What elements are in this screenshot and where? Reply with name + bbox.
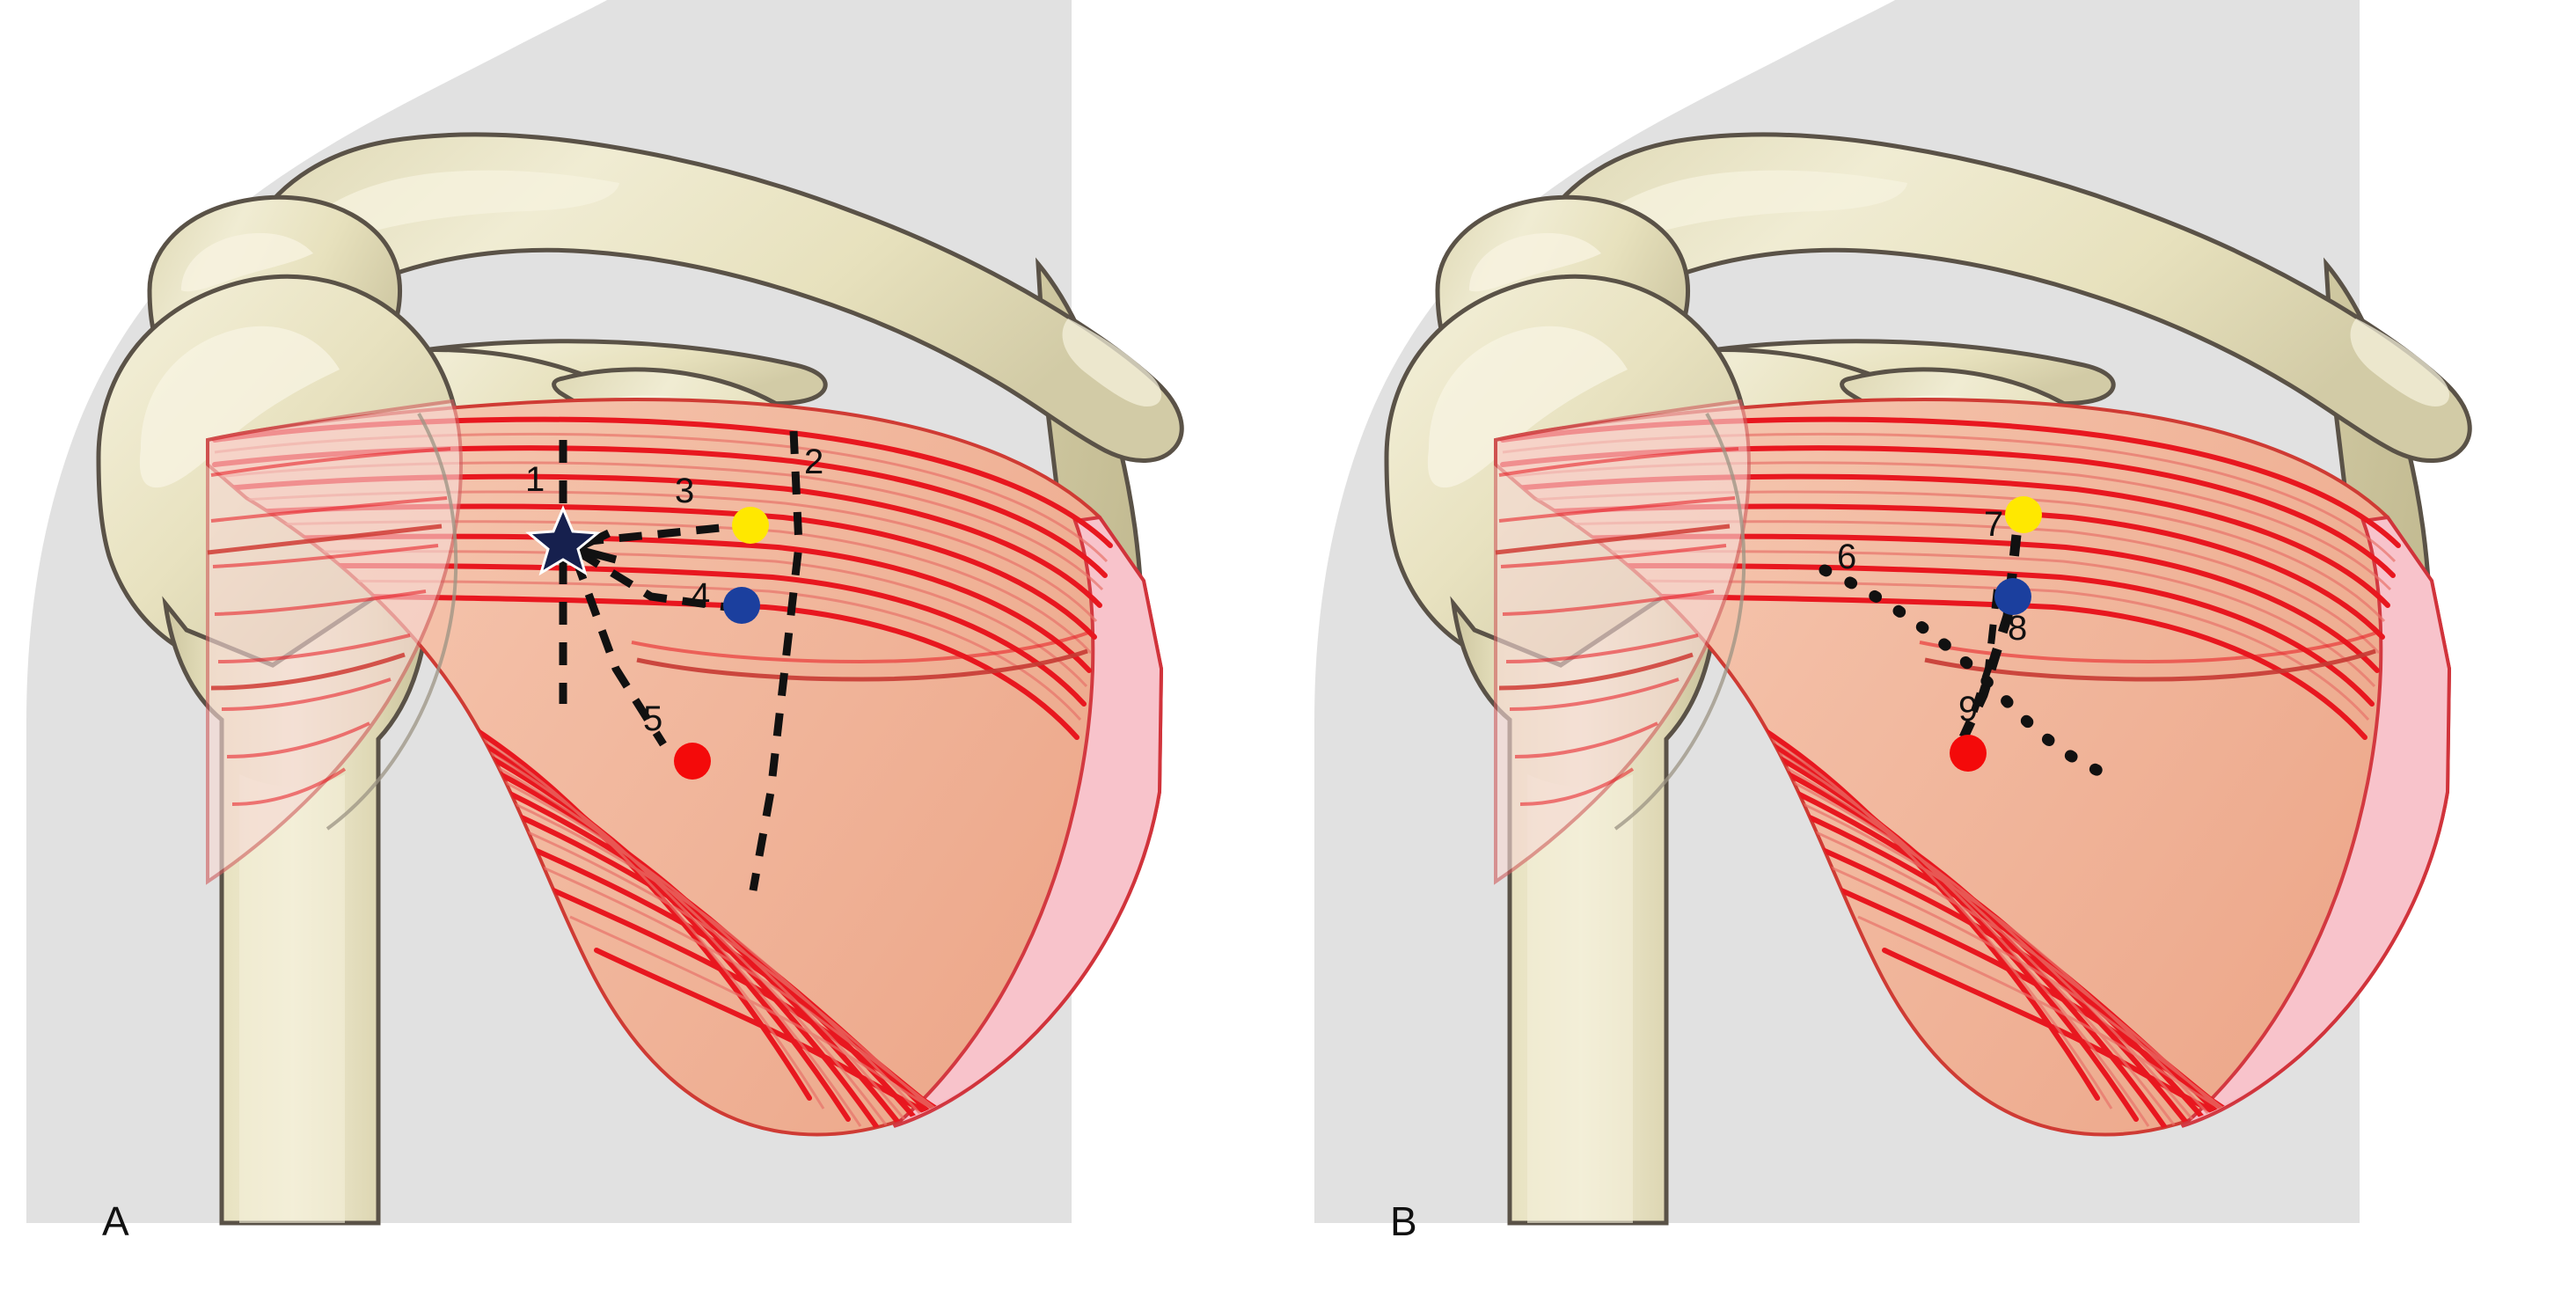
label-3: 3 bbox=[675, 472, 694, 510]
label-2: 2 bbox=[804, 443, 823, 481]
measurement-labels-a: 1 2 3 4 5 bbox=[525, 443, 823, 738]
panel-a-illustration: 1 2 3 4 5 bbox=[26, 0, 1184, 1226]
measurement-line-4 bbox=[576, 549, 728, 612]
label-4: 4 bbox=[691, 576, 710, 615]
clavicle bbox=[1519, 132, 2472, 463]
measurement-line-3 bbox=[580, 522, 738, 546]
label-1: 1 bbox=[525, 460, 545, 499]
measurement-lines-b bbox=[1819, 534, 2118, 782]
glenoid-rim bbox=[326, 413, 458, 831]
measurement-line-8-parallel bbox=[1967, 589, 2001, 723]
yellow-dot-marker bbox=[2005, 496, 2042, 533]
measurement-lines-a bbox=[559, 430, 803, 891]
panel-letter-a: A bbox=[102, 1198, 130, 1244]
panel-b-illustration: 6 7 8 9 bbox=[1314, 0, 2472, 1226]
label-9: 9 bbox=[1958, 690, 1978, 729]
blue-dot-marker bbox=[723, 587, 760, 624]
measurement-line-6 bbox=[1819, 564, 2118, 782]
measurement-line-7-8-9 bbox=[1959, 534, 2022, 740]
label-6: 6 bbox=[1837, 538, 1856, 576]
label-7: 7 bbox=[1984, 505, 2003, 544]
measurement-labels-b: 6 7 8 9 bbox=[1837, 505, 2027, 729]
rotator-cuff-tendon bbox=[206, 399, 464, 885]
rotator-cuff-tendon bbox=[1494, 399, 1752, 885]
glenoid-rim bbox=[1614, 413, 1746, 831]
blue-dot-marker bbox=[1994, 578, 2031, 615]
panel-letter-b: B bbox=[1390, 1198, 1418, 1244]
measurement-line-2 bbox=[749, 430, 803, 891]
panel-a: 1 2 3 4 5 A bbox=[26, 0, 1184, 1244]
panel-b: 6 7 8 9 B bbox=[1288, 0, 2576, 1289]
yellow-dot-marker bbox=[732, 507, 769, 544]
red-dot-marker bbox=[1950, 735, 1987, 772]
measurement-line-5 bbox=[571, 556, 667, 747]
label-8: 8 bbox=[2008, 609, 2027, 648]
label-5: 5 bbox=[643, 699, 662, 738]
star-marker bbox=[525, 505, 601, 576]
red-dot-marker bbox=[674, 743, 711, 780]
